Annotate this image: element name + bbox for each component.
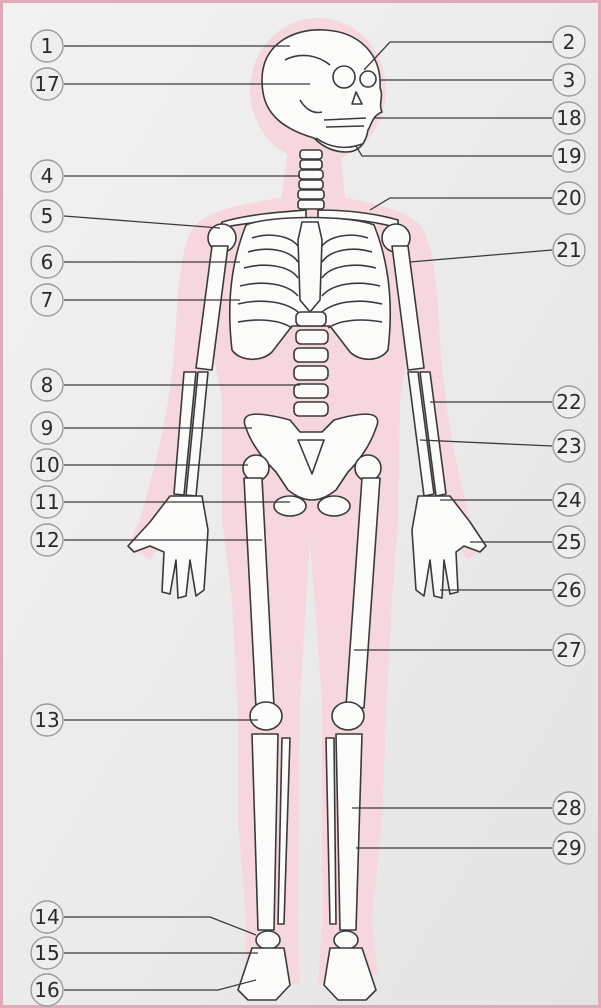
left-label-1: 1 [31, 30, 63, 62]
label-number: 8 [41, 373, 54, 397]
left-label-8: 8 [31, 369, 63, 401]
label-number: 20 [556, 186, 581, 210]
label-number: 21 [556, 238, 581, 262]
label-number: 12 [34, 528, 59, 552]
label-number: 3 [563, 68, 576, 92]
left-label-7: 7 [31, 284, 63, 316]
right-label-21: 21 [553, 234, 585, 266]
left-label-9: 9 [31, 412, 63, 444]
left-label-13: 13 [31, 704, 63, 736]
label-number: 17 [34, 72, 59, 96]
label-number: 4 [41, 164, 54, 188]
label-number: 10 [34, 453, 59, 477]
left-label-17: 17 [31, 68, 63, 100]
label-number: 22 [556, 390, 581, 414]
right-label-25: 25 [553, 526, 585, 558]
right-label-24: 24 [553, 484, 585, 516]
label-number: 29 [556, 836, 581, 860]
cervical-vertebrae [298, 150, 324, 209]
label-number: 19 [556, 144, 581, 168]
label-number: 1 [41, 34, 54, 58]
right-label-18: 18 [553, 102, 585, 134]
left-patella [250, 702, 282, 730]
label-number: 13 [34, 708, 59, 732]
left-label-15: 15 [31, 937, 63, 969]
label-number: 23 [556, 434, 581, 458]
right-label-28: 28 [553, 792, 585, 824]
label-number: 28 [556, 796, 581, 820]
label-number: 6 [41, 250, 54, 274]
right-label-20: 20 [553, 182, 585, 214]
left-label-11: 11 [31, 486, 63, 518]
left-label-12: 12 [31, 524, 63, 556]
right-label-29: 29 [553, 832, 585, 864]
label-number: 18 [556, 106, 581, 130]
label-number: 9 [41, 416, 54, 440]
left-label-16: 16 [31, 974, 63, 1006]
right-label-19: 19 [553, 140, 585, 172]
left-label-5: 5 [31, 200, 63, 232]
left-label-10: 10 [31, 449, 63, 481]
label-number: 11 [34, 490, 59, 514]
label-number: 14 [34, 905, 59, 929]
right-label-26: 26 [553, 574, 585, 606]
right-patella [332, 702, 364, 730]
label-number: 2 [563, 30, 576, 54]
label-number: 27 [556, 638, 581, 662]
label-number: 25 [556, 530, 581, 554]
right-label-27: 27 [553, 634, 585, 666]
right-label-3: 3 [553, 64, 585, 96]
right-label-2: 2 [553, 26, 585, 58]
left-label-14: 14 [31, 901, 63, 933]
label-number: 15 [34, 941, 59, 965]
left-label-6: 6 [31, 246, 63, 278]
left-label-4: 4 [31, 160, 63, 192]
sternum [298, 222, 322, 312]
right-label-23: 23 [553, 430, 585, 462]
label-number: 26 [556, 578, 581, 602]
label-number: 24 [556, 488, 581, 512]
label-number: 16 [34, 978, 59, 1002]
label-number: 5 [41, 204, 54, 228]
right-label-22: 22 [553, 386, 585, 418]
label-number: 7 [41, 288, 54, 312]
